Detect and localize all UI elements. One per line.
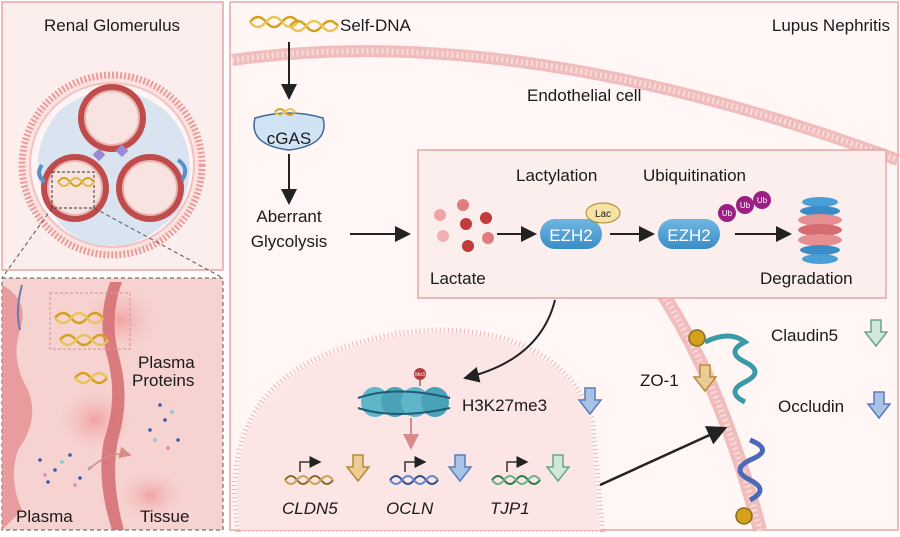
plasma-label: Plasma [16, 507, 73, 526]
endothelial-cell-label: Endothelial cell [527, 86, 641, 105]
lac-tag: Lac [595, 209, 611, 220]
occludin-label: Occludin [778, 397, 844, 416]
left-bottom-panel: Plasma Proteins Plasma Tissue [1, 277, 224, 531]
left-top-panel: Renal Glomerulus [1, 1, 224, 271]
glomerulus-illustration [18, 71, 206, 259]
lactylation-process-box: Lactylation Ubiquitination Lactate EZH2 … [417, 149, 887, 299]
ub-tag-3: Ub [757, 196, 768, 205]
ub-tag-1: Ub [722, 209, 733, 218]
h3k27me3-down-arrow [577, 387, 603, 416]
self-dna-label: Self-DNA [340, 16, 412, 35]
degradation-label: Degradation [760, 269, 853, 288]
ezh2-label-a: EZH2 [549, 226, 592, 245]
renal-glomerulus-title: Renal Glomerulus [44, 16, 180, 35]
claudin5-down-arrow [863, 319, 889, 348]
zo1-down-arrow [692, 364, 718, 393]
ezh2-label-b: EZH2 [667, 226, 710, 245]
h3k27me3-label: H3K27me3 [462, 396, 547, 415]
ub-tag-2: Ub [740, 201, 751, 210]
ezh2-lactylated: EZH2 Lac [540, 202, 621, 249]
cgas-enzyme: cGAS [253, 108, 325, 151]
plasma-proteins-label-line1: Plasma [138, 353, 195, 372]
tissue-label: Tissue [140, 507, 189, 526]
self-dna-icon [249, 15, 339, 33]
lupus-nephritis-label: Lupus Nephritis [772, 16, 890, 35]
cgas-label: cGAS [267, 129, 311, 148]
zo1-label: ZO-1 [640, 371, 679, 390]
lactate-label: Lactate [430, 269, 486, 288]
me3-tag: Me3 [415, 372, 425, 378]
ezh2-ubiquitinated: EZH2 Ub Ub Ub [658, 191, 771, 249]
gene-ocln [389, 454, 473, 485]
tight-junction-proteins [688, 329, 765, 525]
lactate-molecules [434, 199, 494, 252]
main-panel: Self-DNA Lupus Nephritis Endothelial cel… [229, 1, 900, 535]
claudin5-label: Claudin5 [771, 326, 838, 345]
gene-label-cldn5: CLDN5 [282, 499, 338, 518]
gene-cldn5 [284, 454, 371, 485]
proteasome-icon [798, 197, 842, 264]
ubiquitination-label: Ubiquitination [643, 166, 746, 185]
plasma-proteins-label-line2: Proteins [132, 371, 194, 390]
gene-label-tjp1: TJP1 [490, 499, 530, 518]
lactylation-label: Lactylation [516, 166, 597, 185]
gene-label-ocln: OCLN [386, 499, 434, 518]
aberrant-label-line2: Glycolysis [251, 232, 328, 251]
aberrant-label-line1: Aberrant [256, 207, 321, 226]
nucleosome-icon: Me3 [357, 368, 451, 417]
gene-tjp1 [491, 454, 571, 485]
occludin-down-arrow [866, 391, 892, 420]
